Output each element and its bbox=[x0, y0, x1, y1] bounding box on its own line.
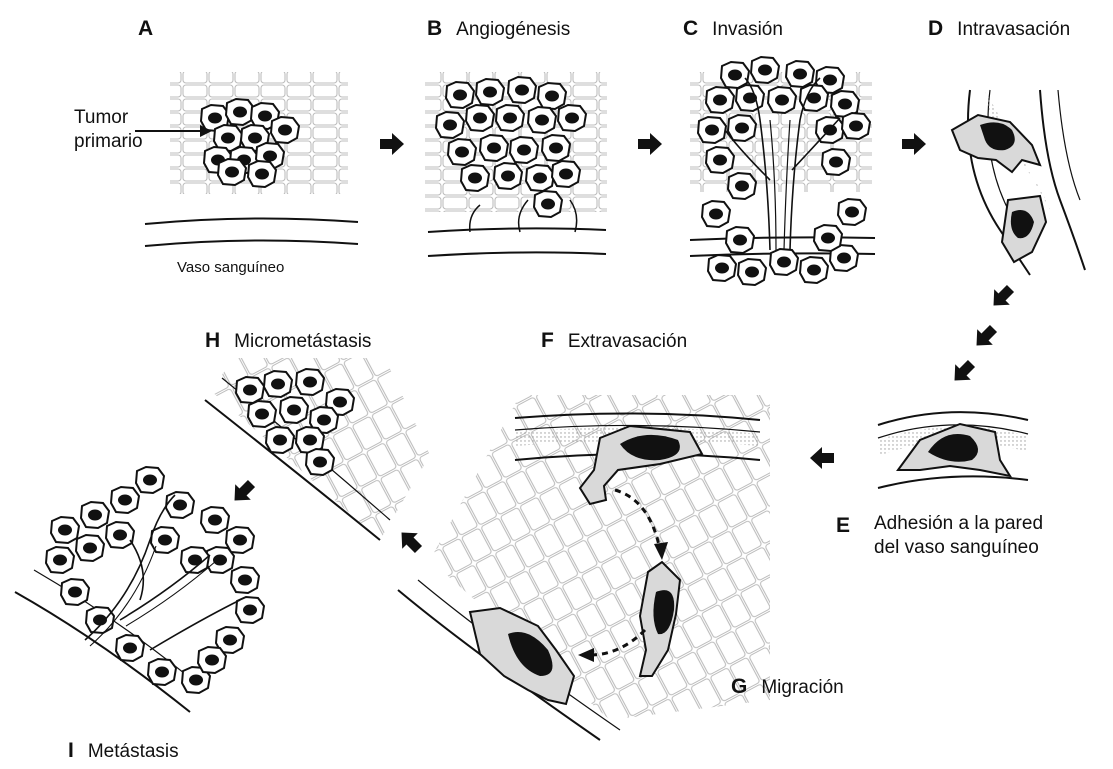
panel-e-adhesion bbox=[878, 412, 1028, 488]
panel-c-invasion bbox=[690, 57, 875, 285]
primary-tumor-label-line2: primario bbox=[74, 130, 143, 154]
panel-b-angiogenesis bbox=[425, 72, 607, 256]
label-a: A bbox=[138, 18, 167, 39]
arrow-h-to-i bbox=[227, 476, 260, 509]
panel-d-intravasation bbox=[952, 90, 1085, 275]
label-e: E bbox=[836, 515, 864, 536]
panel-i-metastasis bbox=[15, 467, 264, 712]
primary-tumor-label-line1: Tumor bbox=[74, 106, 143, 130]
arrow-g-to-h bbox=[394, 525, 427, 558]
arrow-e-to-f bbox=[810, 447, 834, 469]
blood-vessel-label: Vaso sanguíneo bbox=[177, 259, 284, 276]
panel-h-micrometastasis bbox=[205, 358, 430, 540]
arrow-c-to-d bbox=[902, 133, 926, 155]
arrow-a-to-b bbox=[380, 133, 404, 155]
arrows-d-to-e bbox=[947, 281, 1019, 389]
panel-a-primary-tumor bbox=[135, 72, 358, 246]
label-e-line2: del vaso sanguíneo bbox=[874, 536, 1043, 560]
primary-tumor-label: Tumor primario bbox=[74, 106, 143, 154]
label-e-text: Adhesión a la pared del vaso sanguíneo bbox=[874, 512, 1043, 560]
arrow-b-to-c bbox=[638, 133, 662, 155]
label-e-line1: Adhesión a la pared bbox=[874, 512, 1043, 536]
panel-fg-extravasation-migration bbox=[398, 395, 770, 740]
